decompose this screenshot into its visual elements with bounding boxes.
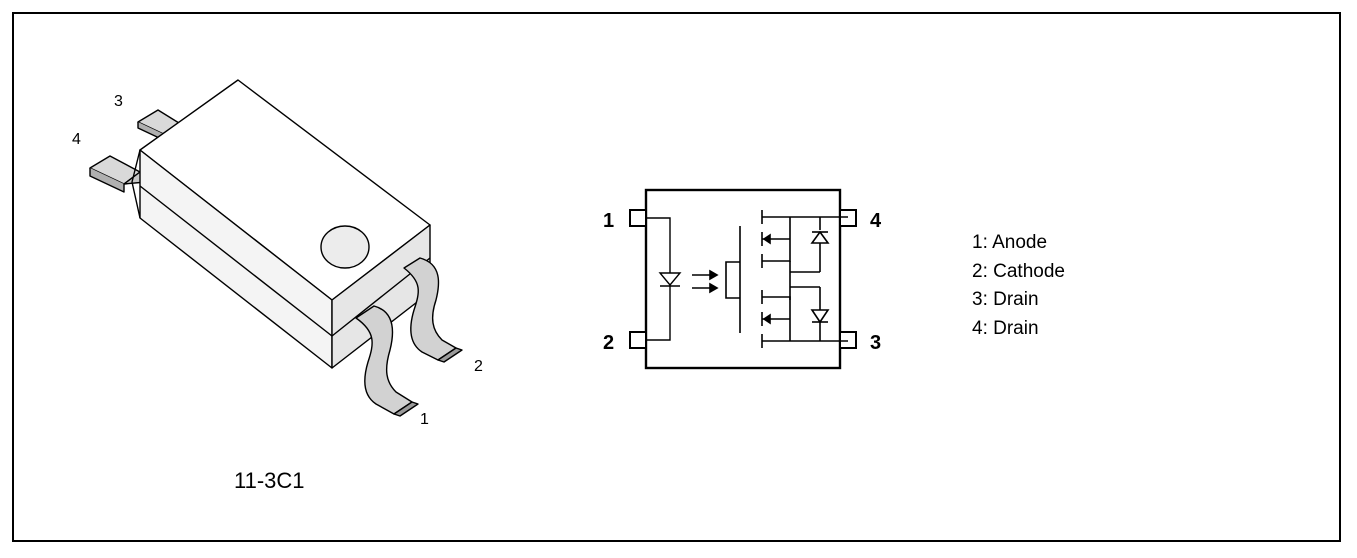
package-body — [131, 79, 431, 369]
schematic-pin-2 — [629, 331, 647, 349]
schematic-outline — [644, 188, 842, 370]
package-pin-2 — [403, 257, 463, 363]
common-source-wire — [789, 261, 820, 300]
package-code-label: 11-3C1 — [234, 468, 305, 493]
legend-item-pin-2: 2: Cathode — [972, 260, 1065, 282]
package-pin-label-3: 3 — [114, 93, 123, 110]
schematic: 1 2 4 3 — [603, 188, 882, 370]
schematic-pin-label-2: 2 — [603, 332, 614, 354]
legend-item-pin-1: 1: Anode — [972, 232, 1048, 253]
package-pin-label-2: 2 — [474, 358, 483, 375]
package-pin-1 — [355, 305, 419, 417]
schematic-pin-label-4: 4 — [870, 210, 882, 232]
package-pin-label-1: 1 — [420, 411, 429, 428]
package-drawing: 3 4 2 1 11-3C1 — [72, 79, 483, 493]
mosfet-upper — [761, 210, 848, 272]
led-symbol — [646, 217, 682, 341]
photodiode-gate-driver — [725, 226, 741, 333]
pin-legend: 1: Anode 2: Cathode 3: Drain 4: Drain — [972, 229, 1065, 343]
optical-coupling-arrows — [692, 269, 719, 294]
pin1-index-dot — [320, 225, 370, 269]
schematic-pin-label-3: 3 — [870, 332, 881, 354]
mosfet-lower — [761, 286, 848, 348]
schematic-pin-3 — [839, 331, 857, 349]
schematic-pin-1 — [629, 209, 647, 227]
legend-item-pin-4: 4: Drain — [972, 317, 1039, 339]
schematic-pin-4 — [839, 209, 857, 227]
schematic-pin-label-1: 1 — [603, 210, 614, 232]
legend-item-pin-3: 3: Drain — [972, 289, 1039, 310]
package-pin-label-4: 4 — [72, 131, 81, 148]
